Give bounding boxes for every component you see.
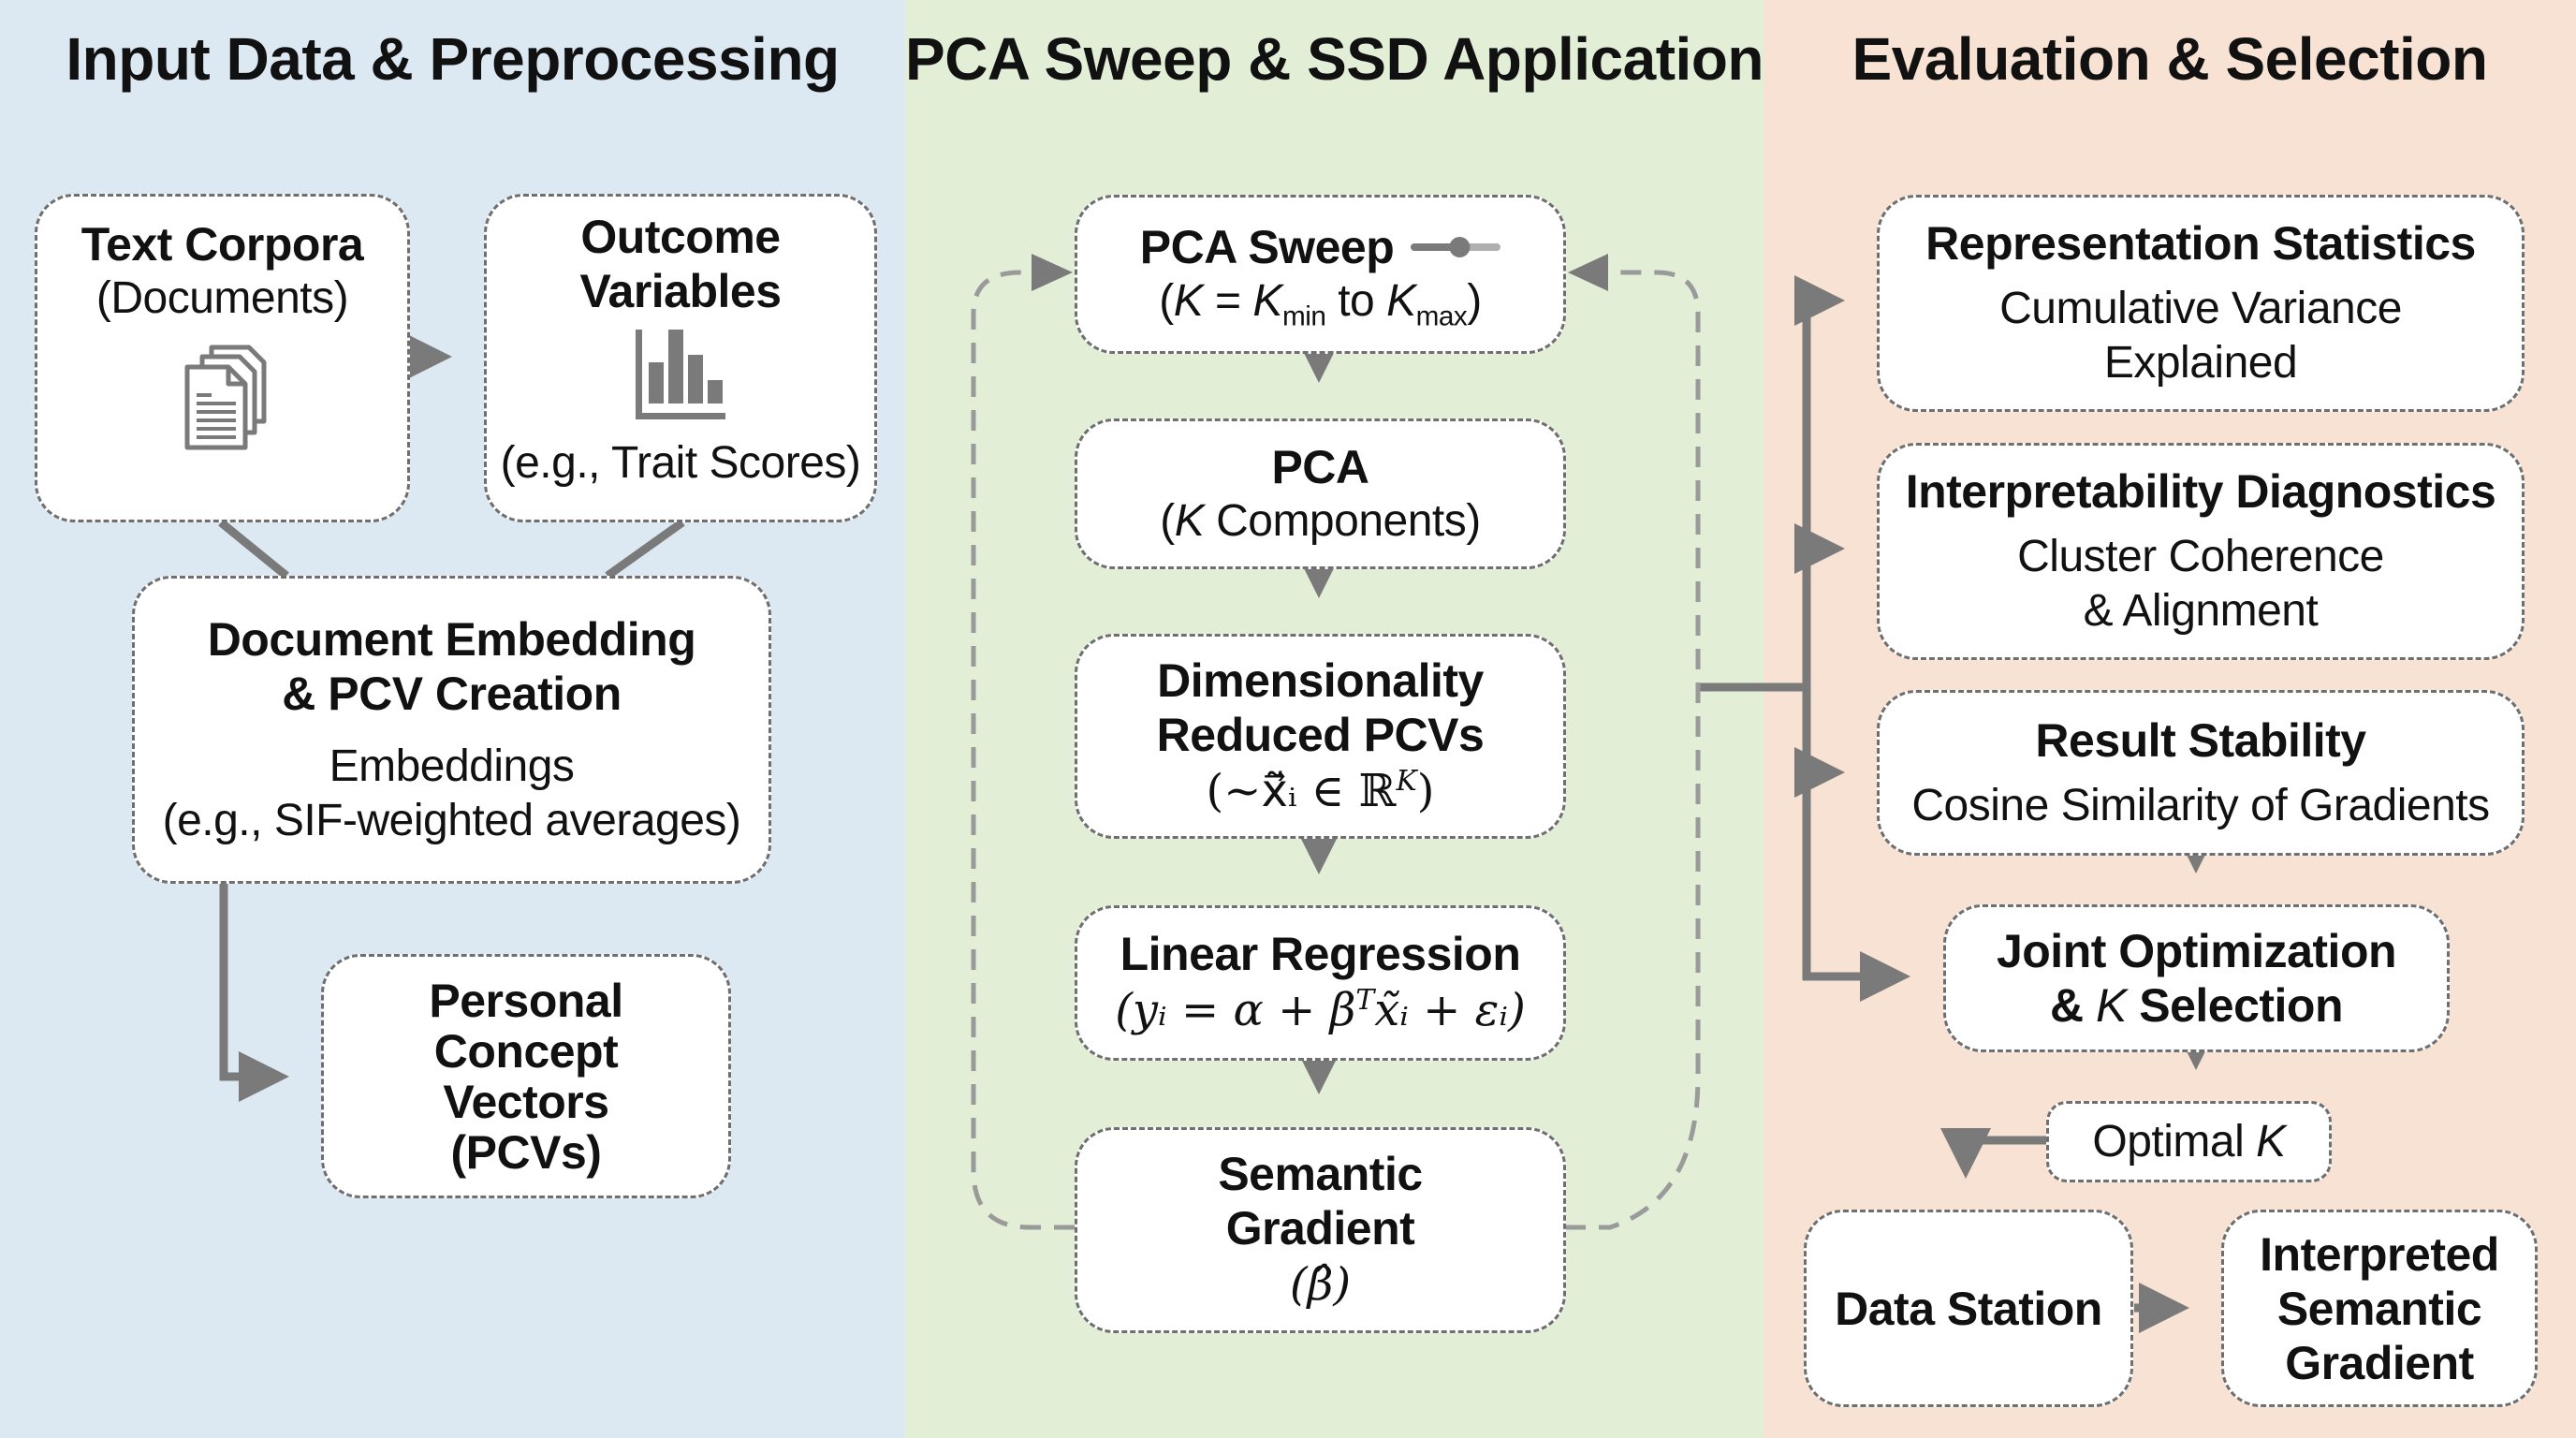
outcome-title-line2: Variables	[579, 265, 782, 317]
pcv-line1: Personal	[429, 974, 623, 1027]
interpreted-line3: Gradient	[2285, 1336, 2474, 1389]
reduced-formula-main: (~x̃⃗ᵢ ∈ ℝ	[1206, 764, 1397, 817]
embedding-sub-line2: (e.g., SIF-weighted averages)	[162, 795, 741, 845]
data-station-title: Data Station	[1835, 1282, 2102, 1335]
documents-icon	[184, 345, 266, 450]
regression-formula-sup: T	[1355, 984, 1375, 1017]
result-stability-box[interactable]: Result Stability Cosine Similarity of Gr…	[1877, 690, 2525, 856]
range-to: to	[1325, 276, 1387, 326]
pca-sweep-range: (K = Kmin to Kmax)	[1159, 274, 1482, 332]
range-eq: =	[1203, 276, 1253, 326]
loop-left-arrowhead	[1032, 254, 1073, 291]
regression-formula: (yᵢ = α + βTx̃ᵢ + εᵢ)	[1115, 981, 1526, 1039]
joint-selection: Selection	[2126, 979, 2344, 1032]
pcv-line2: Concept	[433, 1024, 619, 1078]
pca-title: PCA	[1271, 440, 1369, 493]
pca-box[interactable]: PCA (K Components)	[1075, 418, 1566, 569]
loop-right-path	[1565, 270, 1701, 1230]
loop-right-arrowhead	[1568, 254, 1608, 291]
eval-column-title: Evaluation & Selection	[1852, 25, 2488, 93]
pca-sweep-box[interactable]: PCA Sweep (K = Kmin to Kmax)	[1075, 195, 1566, 354]
range-kmax: K	[1386, 276, 1416, 326]
loop-left-path	[971, 270, 1075, 1230]
regression-formula-rest: x̃ᵢ + εᵢ)	[1374, 984, 1526, 1036]
gradient-title-line1: Semantic	[1218, 1148, 1423, 1200]
optimal-k-box[interactable]: Optimal K	[2046, 1101, 2332, 1182]
interpreted-line2: Semantic	[2276, 1282, 2482, 1335]
outcome-title-line1: Outcome	[580, 211, 781, 263]
interp-sub-line2: & Alignment	[2083, 586, 2319, 636]
optimal-text: Optimal	[2092, 1116, 2257, 1167]
range-k: K	[1173, 276, 1204, 326]
interpreted-gradient-box[interactable]: Interpreted Semantic Gradient	[2221, 1210, 2538, 1407]
joint-title-line2: & K Selection	[2049, 978, 2344, 1033]
pcv-line4: (PCVs)	[450, 1125, 602, 1179]
representation-statistics-box[interactable]: Representation Statistics Cumulative Var…	[1877, 195, 2525, 412]
reduced-formula-sup: K	[1396, 764, 1417, 798]
line-outcome-to-embedding	[605, 519, 685, 580]
semantic-gradient-box[interactable]: Semantic Gradient (β̂)	[1075, 1127, 1566, 1333]
interp-sub-line1: Cluster Coherence	[2017, 532, 2384, 581]
range-close-paren: )	[1467, 276, 1482, 326]
pca-sweep-title: PCA Sweep	[1139, 221, 1395, 273]
reduced-formula: (~x̃⃗ᵢ ∈ ℝK)	[1207, 762, 1435, 820]
text-corpora-subtitle: (Documents)	[95, 273, 349, 323]
text-corpora-box[interactable]: Text Corpora (Documents)	[35, 194, 410, 522]
line-corpora-to-embedding	[218, 519, 289, 580]
joint-optimization-box[interactable]: Joint Optimization & K Selection	[1943, 904, 2450, 1052]
outcome-variables-box[interactable]: Outcome Variables (e.g., Trait Scores)	[484, 194, 877, 522]
outcome-subtitle: (e.g., Trait Scores)	[500, 438, 861, 488]
data-station-box[interactable]: Data Station	[1804, 1210, 2133, 1407]
input-column-title: Input Data & Preprocessing	[66, 25, 840, 93]
joint-k: K	[2095, 979, 2127, 1032]
embedding-title-line2: & PCV Creation	[282, 667, 622, 720]
embedding-sub-line1: Embeddings	[329, 741, 575, 791]
reduced-title-line2: Reduced PCVs	[1156, 708, 1485, 761]
pca-k: K	[1174, 495, 1205, 546]
joint-amp: &	[2049, 979, 2096, 1032]
pca-column-title: PCA Sweep & SSD Application	[905, 25, 1764, 93]
range-max-sub: max	[1415, 301, 1468, 332]
gradient-title-line2: Gradient	[1225, 1202, 1415, 1255]
pcv-line3: Vectors	[443, 1075, 609, 1128]
regression-title: Linear Regression	[1120, 928, 1521, 980]
optimal-k: K	[2256, 1116, 2286, 1167]
bar-chart-icon	[636, 330, 725, 419]
text-corpora-title: Text Corpora	[80, 218, 364, 271]
rep-stats-title: Representation Statistics	[1925, 217, 2476, 270]
stability-title: Result Stability	[2035, 713, 2366, 767]
range-kmin: K	[1252, 276, 1282, 326]
slider-icon[interactable]	[1411, 236, 1501, 258]
interp-title: Interpretability Diagnostics	[1905, 465, 2496, 518]
rep-stats-sub-line1: Cumulative Variance	[1999, 284, 2402, 333]
slider-knob[interactable]	[1449, 237, 1471, 257]
document-embedding-box[interactable]: Document Embedding & PCV Creation Embedd…	[132, 576, 771, 884]
reduced-pcvs-box[interactable]: Dimensionality Reduced PCVs (~x̃⃗ᵢ ∈ ℝK)	[1075, 634, 1566, 839]
pca-open-paren: (	[1160, 495, 1175, 546]
range-open-paren: (	[1159, 276, 1174, 326]
regression-formula-main: (yᵢ = α + β	[1115, 984, 1356, 1036]
interpreted-line1: Interpreted	[2260, 1227, 2499, 1281]
pca-components: (K Components)	[1160, 494, 1481, 549]
stability-subtitle: Cosine Similarity of Gradients	[1911, 780, 2490, 830]
linear-regression-box[interactable]: Linear Regression (yᵢ = α + βTx̃ᵢ + εᵢ)	[1075, 905, 1566, 1061]
joint-title-line1: Joint Optimization	[1996, 925, 2397, 977]
interpretability-diagnostics-box[interactable]: Interpretability Diagnostics Cluster Coh…	[1877, 443, 2525, 660]
arrow-optimal-to-data-station	[1940, 1128, 2046, 1179]
reduced-formula-close: )	[1416, 764, 1435, 817]
arrow-embedding-to-pcv	[219, 884, 289, 1102]
pca-components-text: Components)	[1204, 495, 1481, 546]
embedding-title-line1: Document Embedding	[207, 612, 696, 666]
gradient-formula: (β̂)	[1289, 1258, 1352, 1311]
pcv-box[interactable]: Personal Concept Vectors (PCVs)	[321, 954, 731, 1198]
reduced-title-line1: Dimensionality	[1157, 653, 1484, 707]
optimal-k-label: Optimal K	[2092, 1115, 2286, 1169]
range-min-sub: min	[1281, 301, 1326, 332]
rep-stats-sub-line2: Explained	[2103, 338, 2298, 388]
